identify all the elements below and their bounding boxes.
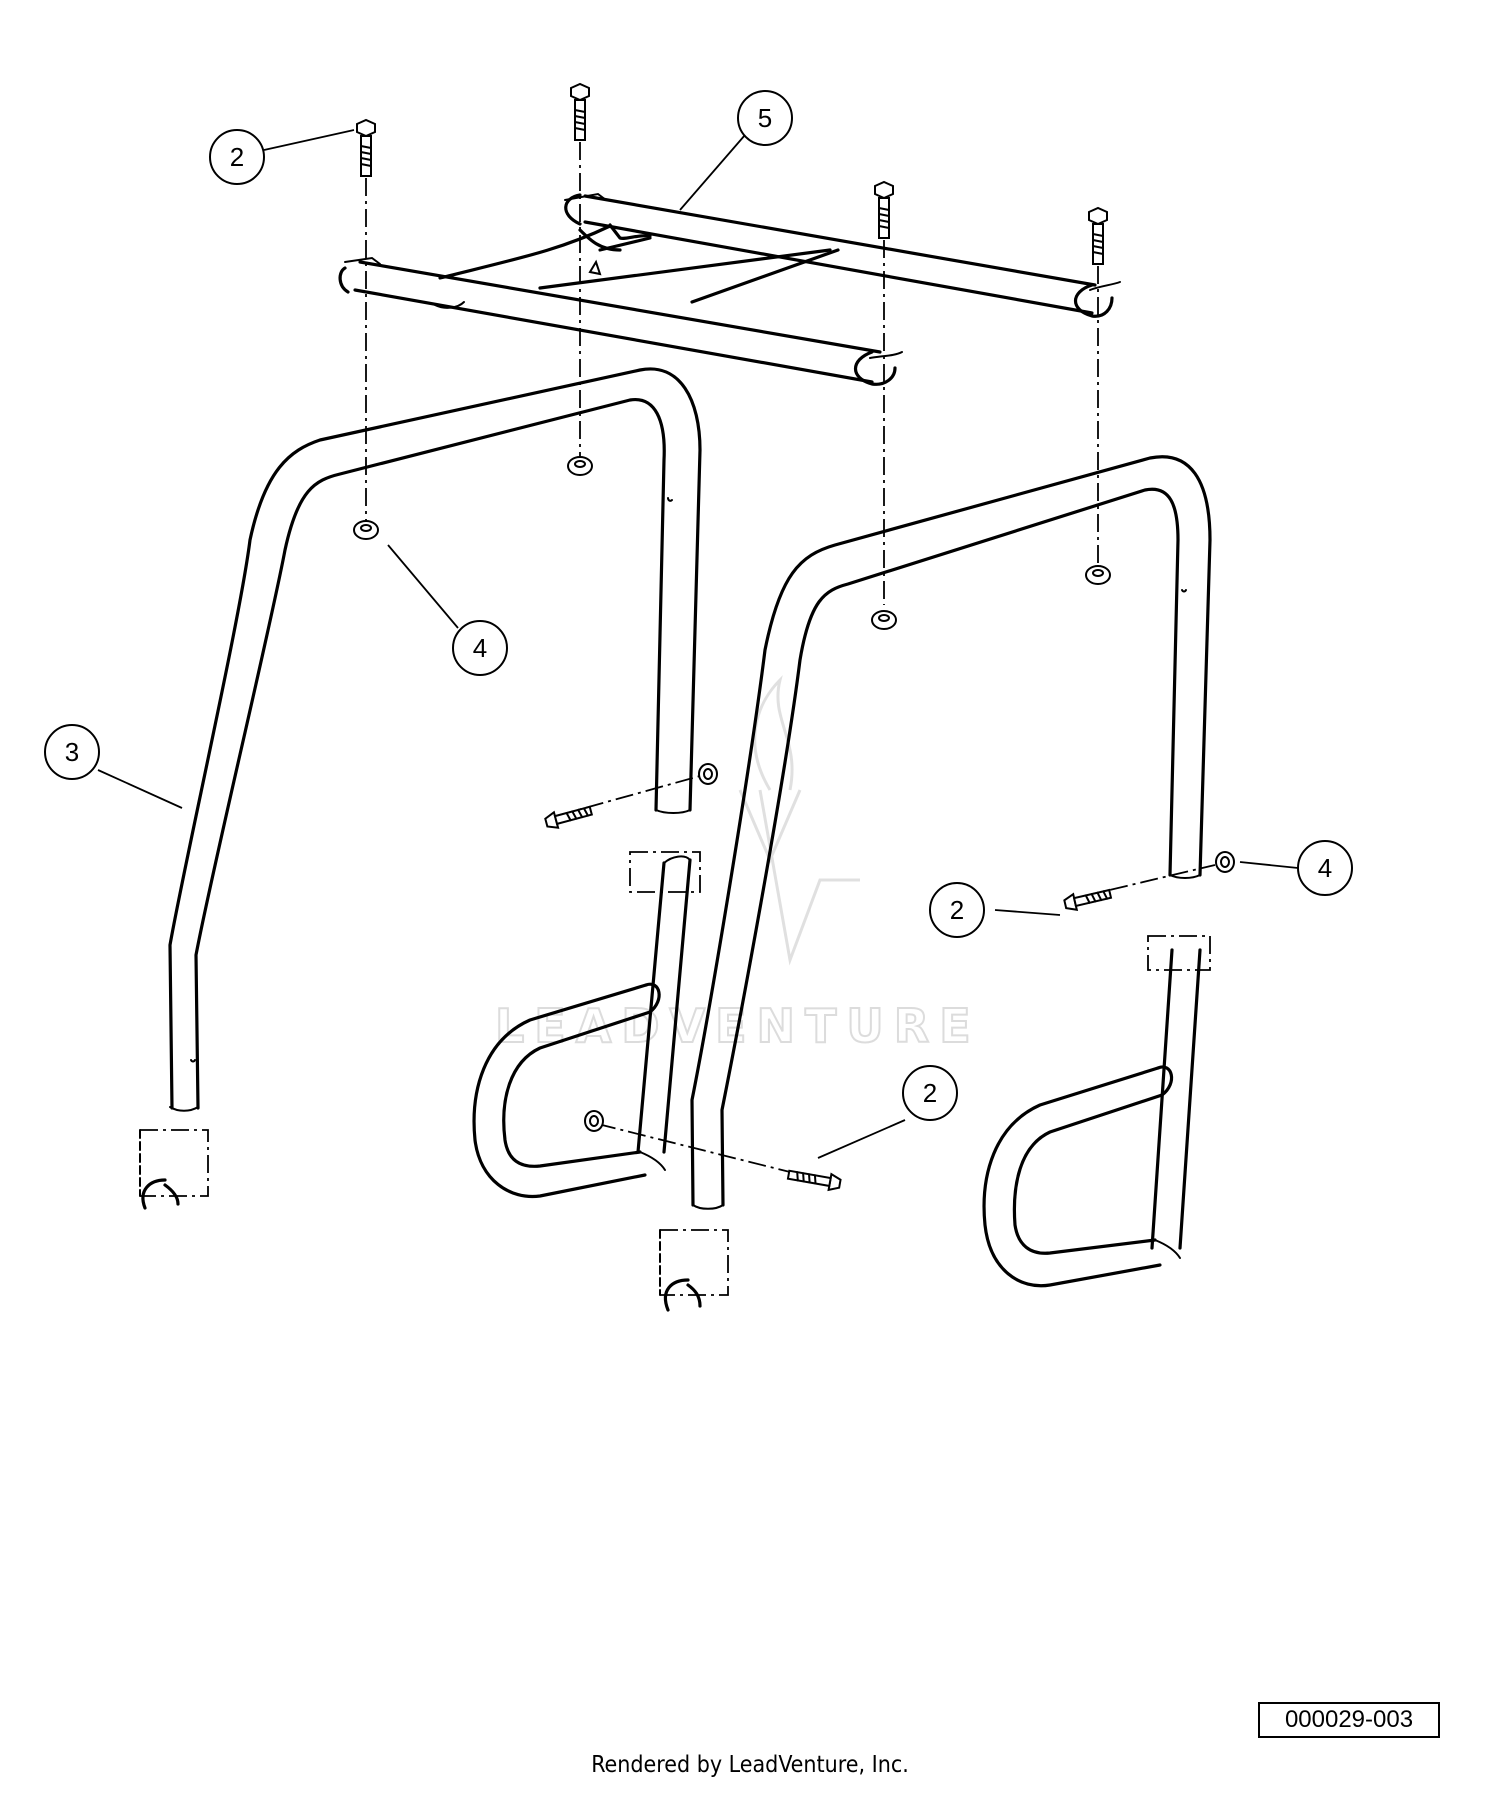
bolt-top-4	[1088, 206, 1108, 265]
callout-2-bottom: 2	[902, 1065, 958, 1121]
footer-credit: Rendered by LeadVenture, Inc.	[591, 1752, 909, 1778]
nut-1	[353, 520, 379, 540]
callout-4-right: 4	[1297, 840, 1353, 896]
svg-text:5: 5	[758, 103, 772, 133]
nut-4	[1085, 565, 1111, 585]
callout-4-left: 4	[452, 620, 508, 676]
callout-2-top: 2	[209, 129, 265, 185]
callout-5: 5	[737, 90, 793, 146]
left-roll-hoop	[139, 367, 702, 1210]
nut-2	[567, 456, 593, 476]
leader-lines	[97, 129, 1299, 1159]
svg-text:4: 4	[1318, 853, 1332, 883]
nut-6	[1215, 851, 1235, 873]
nut-3	[871, 610, 897, 630]
bolt-top-1	[356, 118, 376, 177]
callout-2-mid: 2	[929, 882, 985, 938]
callout-3: 3	[44, 724, 100, 780]
svg-text:2: 2	[923, 1078, 937, 1108]
svg-text:3: 3	[65, 737, 79, 767]
bolt-top-3	[874, 180, 894, 239]
nut-5	[698, 763, 718, 785]
right-roll-hoop	[659, 455, 1212, 1312]
nut-7	[584, 1110, 604, 1132]
svg-text:4: 4	[473, 633, 487, 663]
svg-text:2: 2	[950, 895, 964, 925]
bolt-side-1	[544, 805, 594, 829]
svg-text:2: 2	[230, 142, 244, 172]
drawing-code-box: 000029-003	[1258, 1702, 1440, 1738]
bolt-top-2	[570, 82, 590, 141]
watermark-logo: LEADVENTURE	[494, 675, 972, 1054]
bolt-side-3	[786, 1169, 842, 1192]
bolt-side-2	[1063, 888, 1113, 912]
top-frame	[338, 192, 1121, 386]
